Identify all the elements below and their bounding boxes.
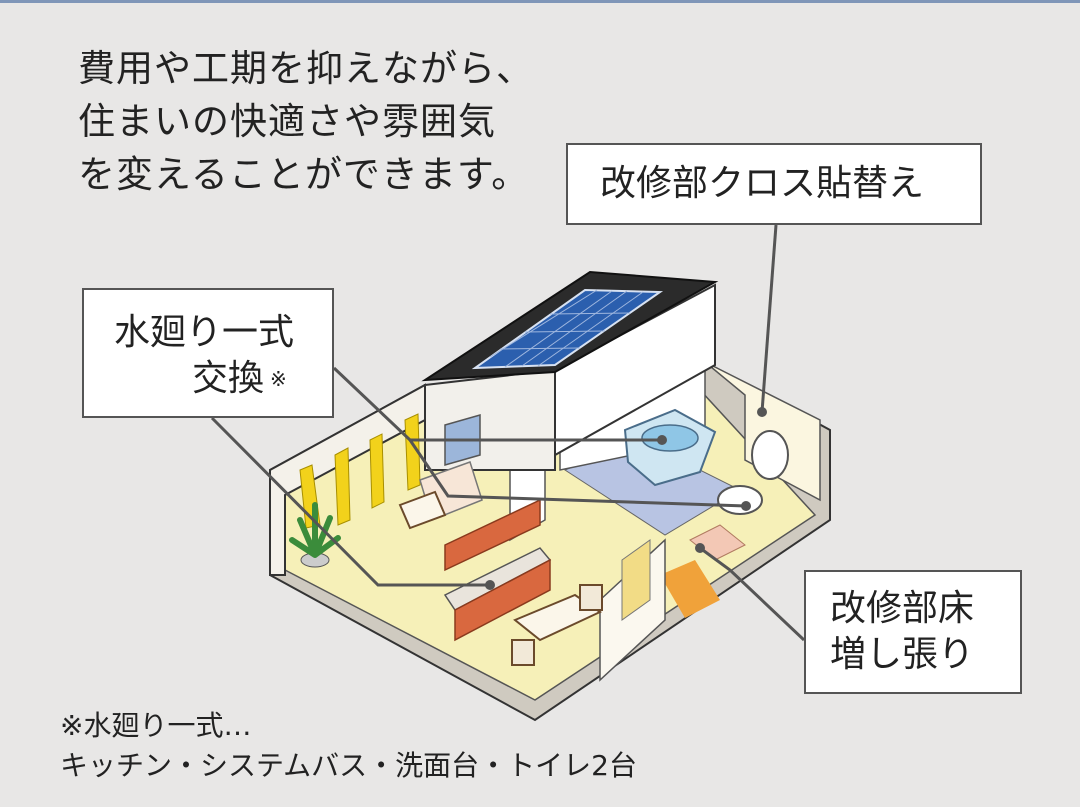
top-border: [0, 0, 1080, 3]
plant: [289, 502, 341, 568]
upper-volume-side: [554, 283, 716, 457]
label-floor-overlay: 改修部床 増し張り: [804, 570, 1022, 694]
hall-floor: [660, 560, 720, 618]
intro-line-1: 費用や工期を抑えながら、: [78, 47, 534, 90]
intro-text: 費用や工期を抑えながら、 住まいの快適さや雰囲気 を変えることができます。: [78, 42, 534, 201]
footnote: ※水廻り一式… キッチン・システムバス・洗面台・トイレ2台: [60, 706, 637, 786]
leader-lines: [210, 224, 806, 642]
label-water-fixtures: 水廻り一式 交換※: [82, 288, 334, 418]
toilet-1: [751, 430, 789, 480]
label-cross-replacement: 改修部クロス貼替え: [566, 143, 982, 225]
upper-cabinet: [444, 498, 541, 572]
label-water-mark: ※: [270, 367, 287, 391]
label-water-line-1: 水廻り一式: [114, 312, 295, 353]
coffee-table: [398, 490, 447, 530]
chair-2: [579, 584, 603, 611]
footnote-line-2: キッチン・システムバス・洗面台・トイレ2台: [60, 749, 637, 782]
intro-line-3: を変えることができます。: [78, 153, 530, 196]
leader-cross: [760, 224, 778, 413]
label-cross-text: 改修部クロス貼替え: [600, 163, 925, 204]
bathtub-basin: [641, 424, 699, 452]
leader-water-kitchen: [210, 416, 490, 587]
toilet-2: [717, 485, 763, 515]
leader-water-sink: [408, 439, 747, 508]
label-water-text: 交換: [192, 358, 265, 399]
dining-table: [513, 593, 603, 642]
label-floor-line-1: 改修部床: [830, 588, 975, 629]
label-floor-line-2: 増し張り: [830, 634, 975, 675]
footnote-line-1: ※水廻り一式…: [60, 709, 252, 742]
leader-floor: [699, 546, 806, 642]
label-water-line-2: 交換※: [114, 356, 332, 402]
lower-cabinet: [454, 558, 551, 642]
intro-line-2: 住まいの快適さや雰囲気: [78, 100, 496, 143]
leader-dots: [485, 407, 767, 590]
chair-1: [511, 639, 535, 666]
toilet-wall: [704, 361, 821, 502]
yellow-door: [621, 539, 651, 621]
solar-grid: [489, 289, 644, 368]
